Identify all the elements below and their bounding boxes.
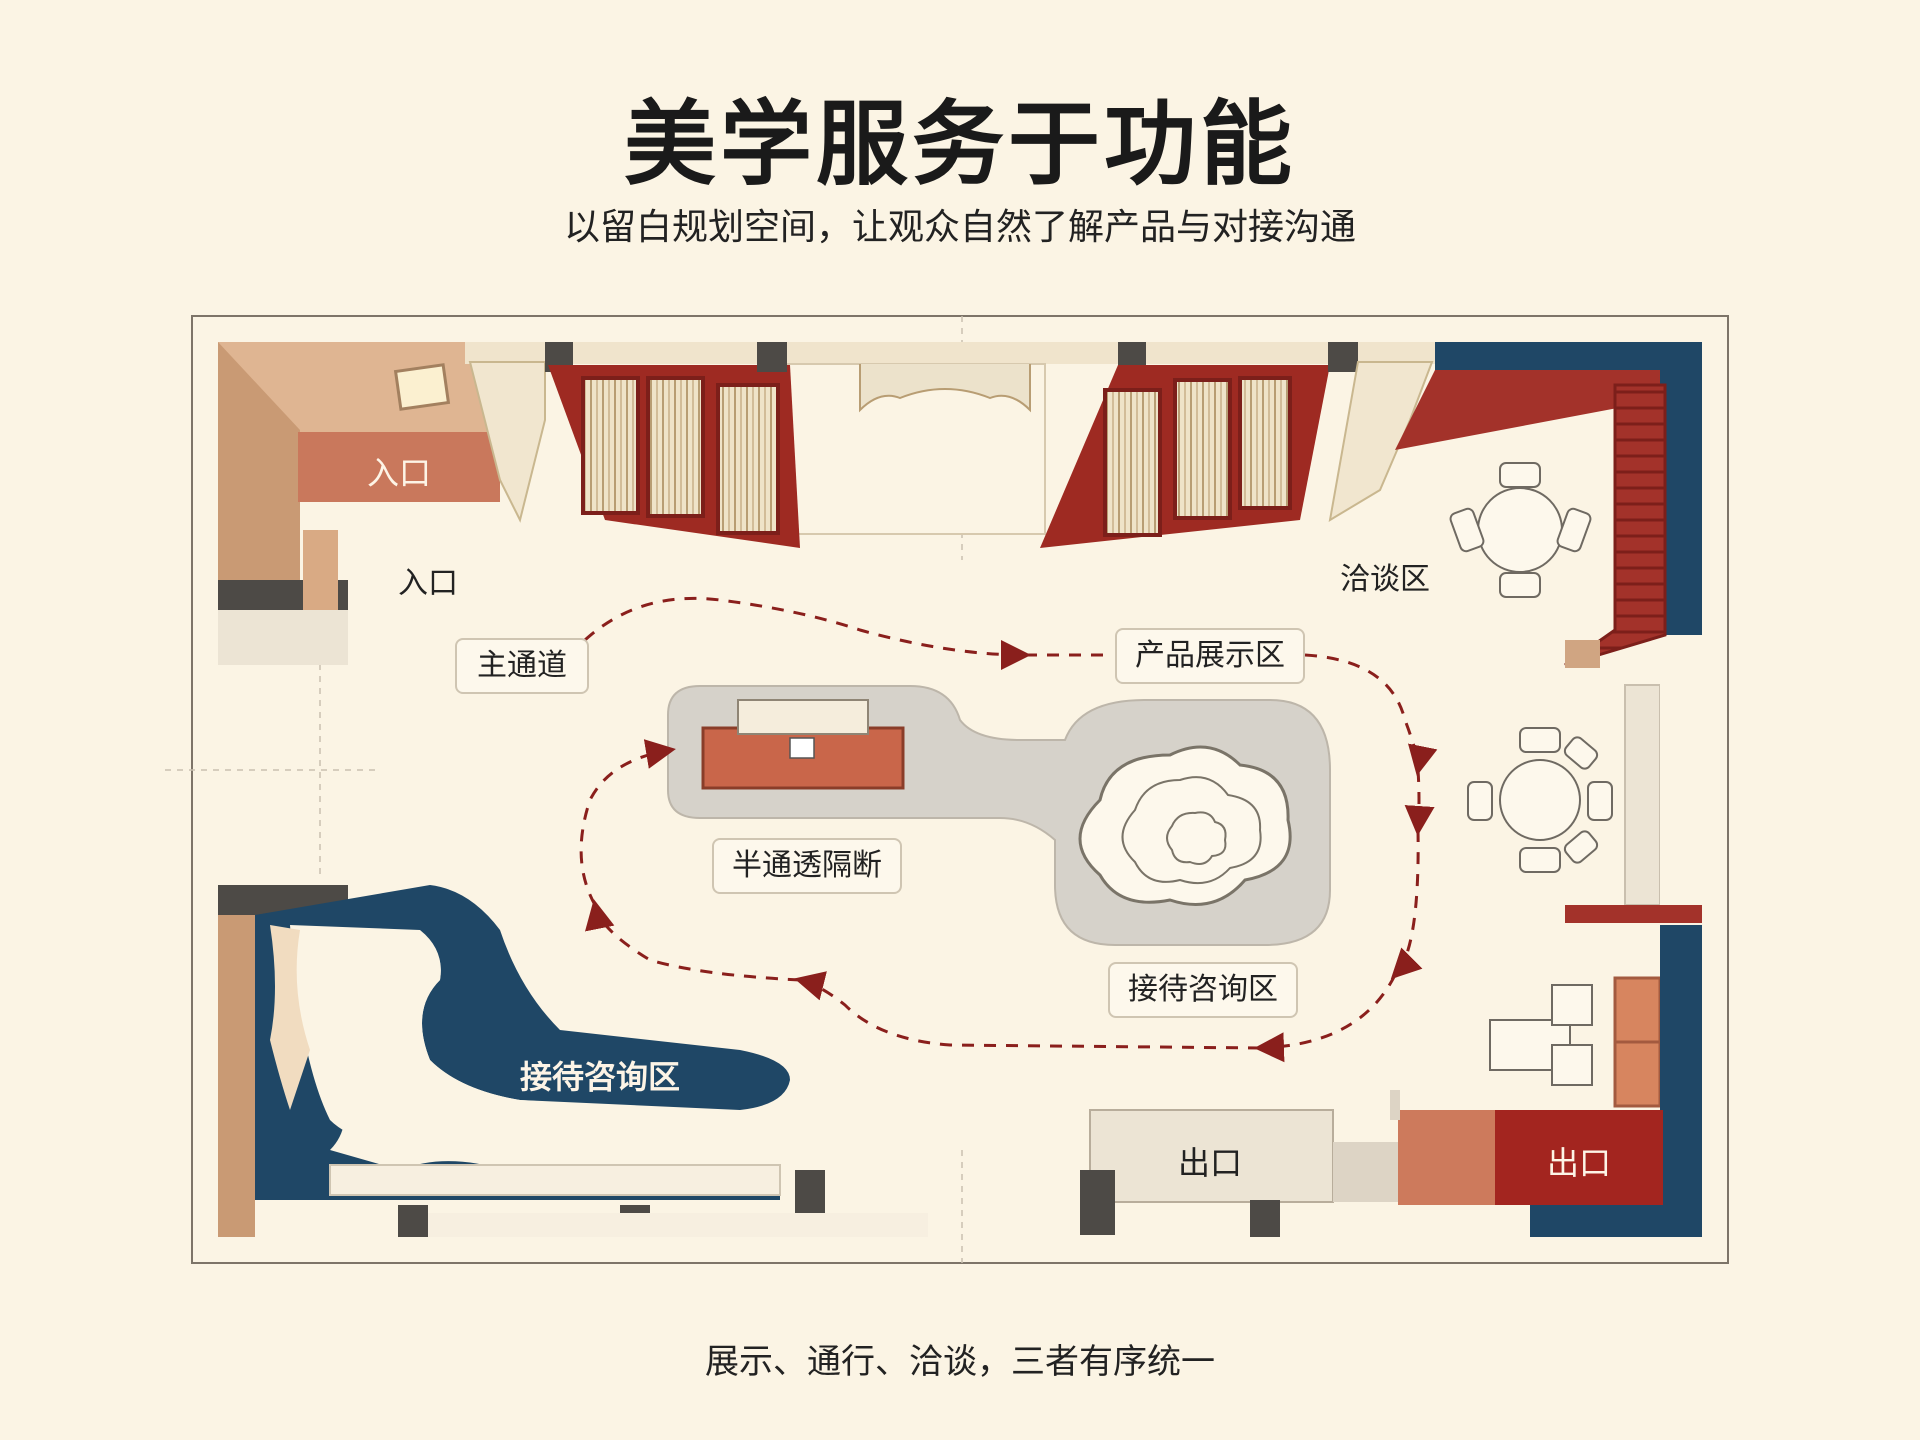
navy-wall-bottom-right [1530,925,1702,1237]
lounge-seats [1489,984,1593,1086]
entrance-badge [298,432,500,502]
slatted-screen-right [1564,383,1667,667]
exit-label-left: 出口 [1177,1144,1242,1182]
main-aisle-tag: 主通道 [455,638,589,694]
entrance-label: 入口 [398,566,458,601]
navy-wall-top-right [1435,342,1702,635]
table-set-top [1449,462,1592,598]
quatrefoil-display [1078,745,1292,906]
reception-blue-label: 接待咨询区 [519,1058,680,1096]
page-subtitle: 以留白规划空间，让观众自然了解产品与对接沟通 [563,207,1356,248]
red-ledge-right [1565,905,1702,923]
entrance-badge-label: 入口 [366,454,431,492]
footer-caption: 展示、通行、洽谈，三者有序统一 [705,1342,1215,1382]
table-set-bottom [1467,727,1613,873]
product-display-tag: 产品展示区 [1115,628,1305,684]
plan-outer-frame [191,315,1729,1264]
circulation-route [579,596,1438,1063]
exit-badge-right [1495,1110,1663,1205]
page-title: 美学服务于功能 [623,91,1296,198]
partition-tag: 半通透隔断 [712,838,902,894]
exit-label-right: 出口 [1546,1144,1611,1182]
skylight [393,363,451,411]
navy-wall-bottom-left [218,915,255,1237]
reception-tag: 接待咨询区 [1108,962,1298,1018]
exit-counter-left [1089,1109,1334,1203]
reception-blue-area [255,885,790,1200]
negotiation-area-label: 洽谈区 [1340,562,1430,597]
